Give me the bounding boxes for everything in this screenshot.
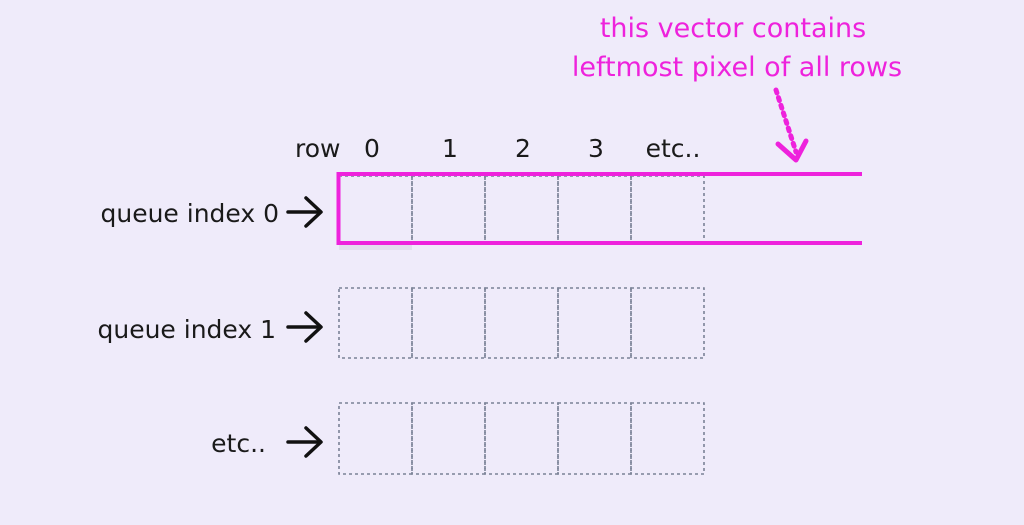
right-arrow-icon — [286, 311, 323, 343]
queue-label-1: queue index 1 — [97, 315, 276, 344]
cell-shadow — [339, 244, 412, 250]
pixel-grid-row-0 — [338, 175, 705, 244]
pixel-cell — [411, 402, 486, 475]
column-label-0: 0 — [364, 134, 380, 163]
pixel-cell — [557, 287, 632, 359]
right-arrow-icon — [286, 196, 323, 228]
pixel-cell — [411, 287, 486, 359]
pixel-cell — [557, 402, 632, 475]
pixel-cell — [484, 402, 559, 475]
pixel-grid-row-1 — [338, 287, 705, 359]
queue-row-etc: etc.. — [211, 402, 705, 475]
column-label-3: 3 — [588, 134, 604, 163]
pixel-cell — [484, 175, 559, 244]
annotation-line-2: leftmost pixel of all rows — [572, 52, 902, 83]
pixel-cell — [338, 402, 413, 475]
queue-label-0: queue index 0 — [100, 199, 279, 228]
pixel-cell — [630, 175, 705, 244]
queue-row-0: queue index 0 — [100, 172, 862, 250]
column-label-etc: etc.. — [646, 134, 701, 163]
right-arrow-icon — [286, 426, 323, 458]
pixel-cell — [557, 175, 632, 244]
pixel-cell — [411, 175, 486, 244]
row-header-label: row — [295, 134, 340, 163]
queue-label-etc: etc.. — [211, 429, 266, 458]
pixel-cell — [630, 402, 705, 475]
queue-row-1: queue index 1 — [97, 287, 705, 359]
pixel-cell — [338, 175, 413, 244]
dotted-arrow-icon — [773, 87, 809, 163]
highlighted-vector — [336, 172, 862, 245]
column-label-2: 2 — [515, 134, 531, 163]
column-label-1: 1 — [442, 134, 458, 163]
pixel-grid-row-etc — [338, 402, 705, 475]
annotation-line-1: this vector contains — [600, 13, 866, 44]
pixel-cell — [338, 287, 413, 359]
pixel-cell — [484, 287, 559, 359]
pixel-cell — [630, 287, 705, 359]
